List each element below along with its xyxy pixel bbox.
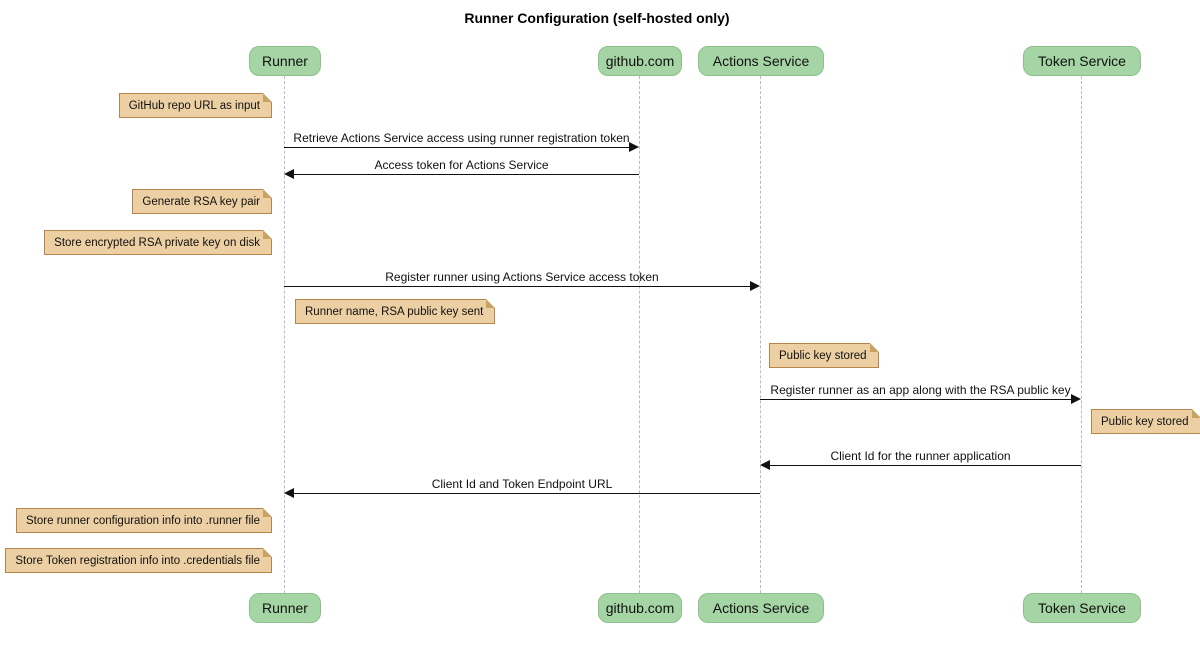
participant-bottom-0: Runner <box>249 593 321 623</box>
message-arrowhead-5 <box>284 488 294 498</box>
note-0: GitHub repo URL as input <box>118 93 273 118</box>
note-5: Public key stored <box>1091 409 1200 434</box>
message-label-5: Client Id and Token Endpoint URL <box>431 477 613 491</box>
message-line-0 <box>284 147 637 148</box>
note-2: Store encrypted RSA private key on disk <box>44 230 272 255</box>
note-4: Public key stored <box>769 343 879 368</box>
lifeline-1 <box>639 76 640 593</box>
message-arrowhead-4 <box>760 460 770 470</box>
participant-top-3: Token Service <box>1023 46 1141 76</box>
message-line-4 <box>762 465 1081 466</box>
message-label-2: Register runner using Actions Service ac… <box>385 270 659 284</box>
lifeline-0 <box>284 76 285 593</box>
participant-bottom-1: github.com <box>598 593 682 623</box>
lifeline-3 <box>1081 76 1082 593</box>
participant-bottom-2: Actions Service <box>698 593 824 623</box>
message-arrowhead-0 <box>629 142 639 152</box>
note-1: Generate RSA key pair <box>132 189 272 214</box>
message-label-1: Access token for Actions Service <box>374 158 549 172</box>
lifeline-2 <box>760 76 761 593</box>
message-arrowhead-1 <box>284 169 294 179</box>
diagram-title: Runner Configuration (self-hosted only) <box>464 10 730 26</box>
message-line-1 <box>286 174 639 175</box>
message-line-2 <box>284 286 758 287</box>
message-arrowhead-3 <box>1071 394 1081 404</box>
participant-top-0: Runner <box>249 46 321 76</box>
participant-top-1: github.com <box>598 46 682 76</box>
message-arrowhead-2 <box>750 281 760 291</box>
message-line-3 <box>760 399 1079 400</box>
message-line-5 <box>286 493 760 494</box>
note-3: Runner name, RSA public key sent <box>295 299 496 324</box>
participant-bottom-3: Token Service <box>1023 593 1141 623</box>
note-7: Store Token registration info into .cred… <box>5 548 272 573</box>
message-label-4: Client Id for the runner application <box>830 449 1011 463</box>
message-label-3: Register runner as an app along with the… <box>770 383 1071 397</box>
message-label-0: Retrieve Actions Service access using ru… <box>293 131 630 145</box>
participant-top-2: Actions Service <box>698 46 824 76</box>
note-6: Store runner configuration info into .ru… <box>16 508 272 533</box>
